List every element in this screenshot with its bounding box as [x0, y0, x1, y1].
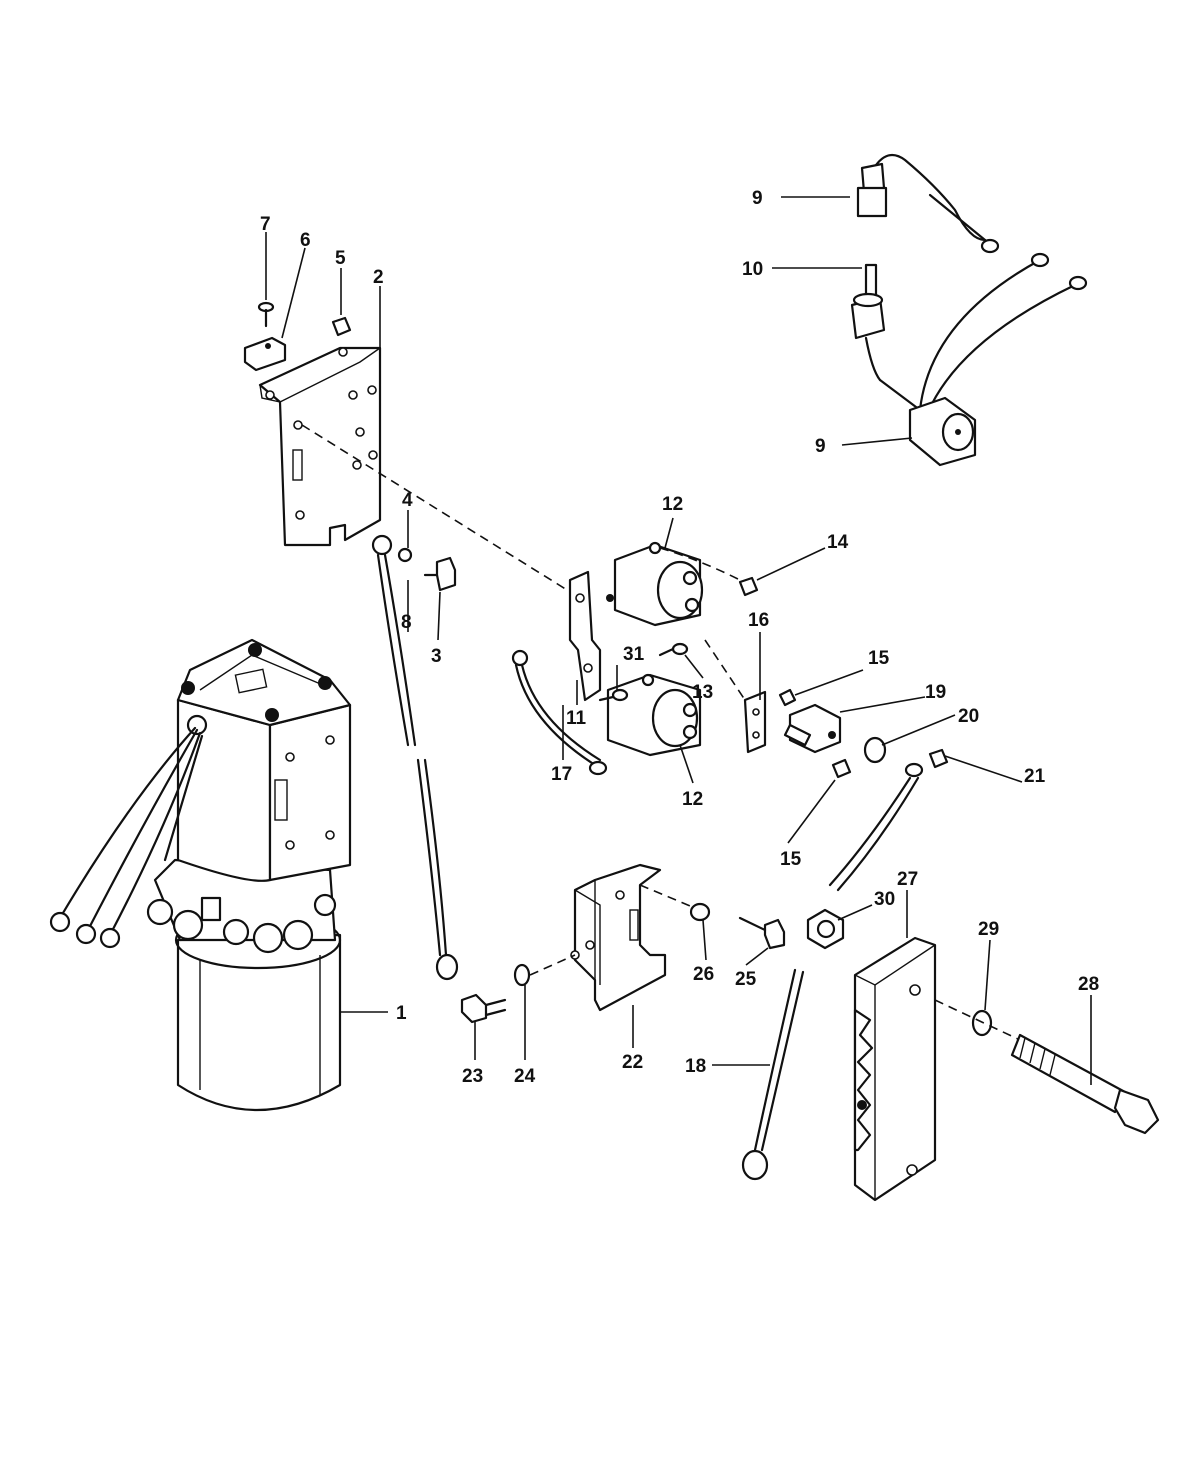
assembly-line-3	[934, 999, 1021, 1041]
part-20-washer	[863, 736, 887, 764]
part-19-circuit-breaker	[783, 703, 842, 754]
callout-5: 5	[335, 248, 346, 269]
part-13-screw	[658, 642, 689, 657]
callout-9-bottom: 9	[815, 436, 826, 457]
assembly-line-1	[301, 424, 581, 599]
callout-21: 21	[1024, 766, 1046, 787]
part-26-washer	[689, 902, 711, 922]
callout-9-top: 9	[752, 188, 763, 209]
callout-25: 25	[735, 969, 757, 990]
part-8-cable	[371, 534, 459, 981]
callout-22: 22	[622, 1052, 643, 1073]
part-25-bolt	[738, 916, 786, 950]
callout-1: 1	[396, 1003, 407, 1024]
callout-29: 29	[978, 919, 999, 940]
part-11-solenoid-bracket	[568, 570, 602, 702]
part-21-nut	[928, 748, 949, 769]
callout-15-bottom: 15	[780, 849, 802, 870]
callout-15-top: 15	[868, 648, 890, 669]
callout-10: 10	[742, 259, 763, 280]
callout-4: 4	[402, 490, 413, 511]
callout-20: 20	[958, 706, 979, 727]
breaker-wire	[828, 762, 924, 892]
callout-27: 27	[897, 869, 918, 890]
part-6-terminal-block	[243, 336, 287, 372]
callout-18: 18	[685, 1056, 706, 1077]
leader-lines	[265, 196, 1092, 1085]
part-22-lower-bracket	[570, 863, 696, 1012]
part-16-plate	[704, 639, 767, 754]
part-24-washer	[513, 963, 531, 987]
callout-12-top: 12	[662, 494, 683, 515]
callout-14: 14	[827, 532, 849, 553]
callout-17: 17	[551, 764, 572, 785]
pump-motor-assembly	[49, 638, 388, 1112]
mounting-bracket	[258, 346, 382, 547]
part-12-solenoid-lower	[606, 673, 702, 757]
callout-3: 3	[431, 646, 442, 667]
callout-30: 30	[874, 889, 895, 910]
callout-26: 26	[693, 964, 714, 985]
callout-7: 7	[260, 214, 271, 235]
part-15-nut-lower	[831, 758, 852, 779]
part-14-nut	[738, 576, 759, 597]
part-7-screw	[257, 301, 275, 328]
callout-8: 8	[401, 612, 412, 633]
callout-labels: 1 2 3 4 5 6 7 8 9 9 10 11 12 12 13 14 15…	[260, 188, 1099, 1087]
part-3-bolt	[423, 556, 457, 592]
part-30-nut	[806, 908, 845, 950]
fuse-holder-harness	[850, 153, 1088, 467]
assembly-line-2	[529, 954, 576, 976]
callout-31: 31	[623, 644, 645, 665]
part-27-block	[853, 936, 937, 1202]
part-23-bolt	[460, 993, 507, 1024]
callout-2: 2	[373, 267, 384, 288]
callout-6: 6	[300, 230, 311, 251]
part-4-washer	[397, 547, 413, 563]
callout-19: 19	[925, 682, 946, 703]
callout-28: 28	[1078, 974, 1099, 995]
callout-12-bottom: 12	[682, 789, 703, 810]
callout-13: 13	[692, 682, 713, 703]
callout-23: 23	[462, 1066, 483, 1087]
part-5-nut	[331, 316, 352, 337]
callout-11: 11	[566, 708, 587, 729]
part-12-solenoid-upper	[606, 541, 741, 627]
part-18-cable	[741, 968, 805, 1181]
part-17-jumper-cable	[511, 649, 608, 776]
part-31-screw	[598, 688, 629, 702]
part-15-nut-upper	[778, 688, 797, 707]
callout-24: 24	[514, 1066, 536, 1087]
part-28-long-bolt	[1010, 1033, 1160, 1135]
callout-16: 16	[748, 610, 769, 631]
